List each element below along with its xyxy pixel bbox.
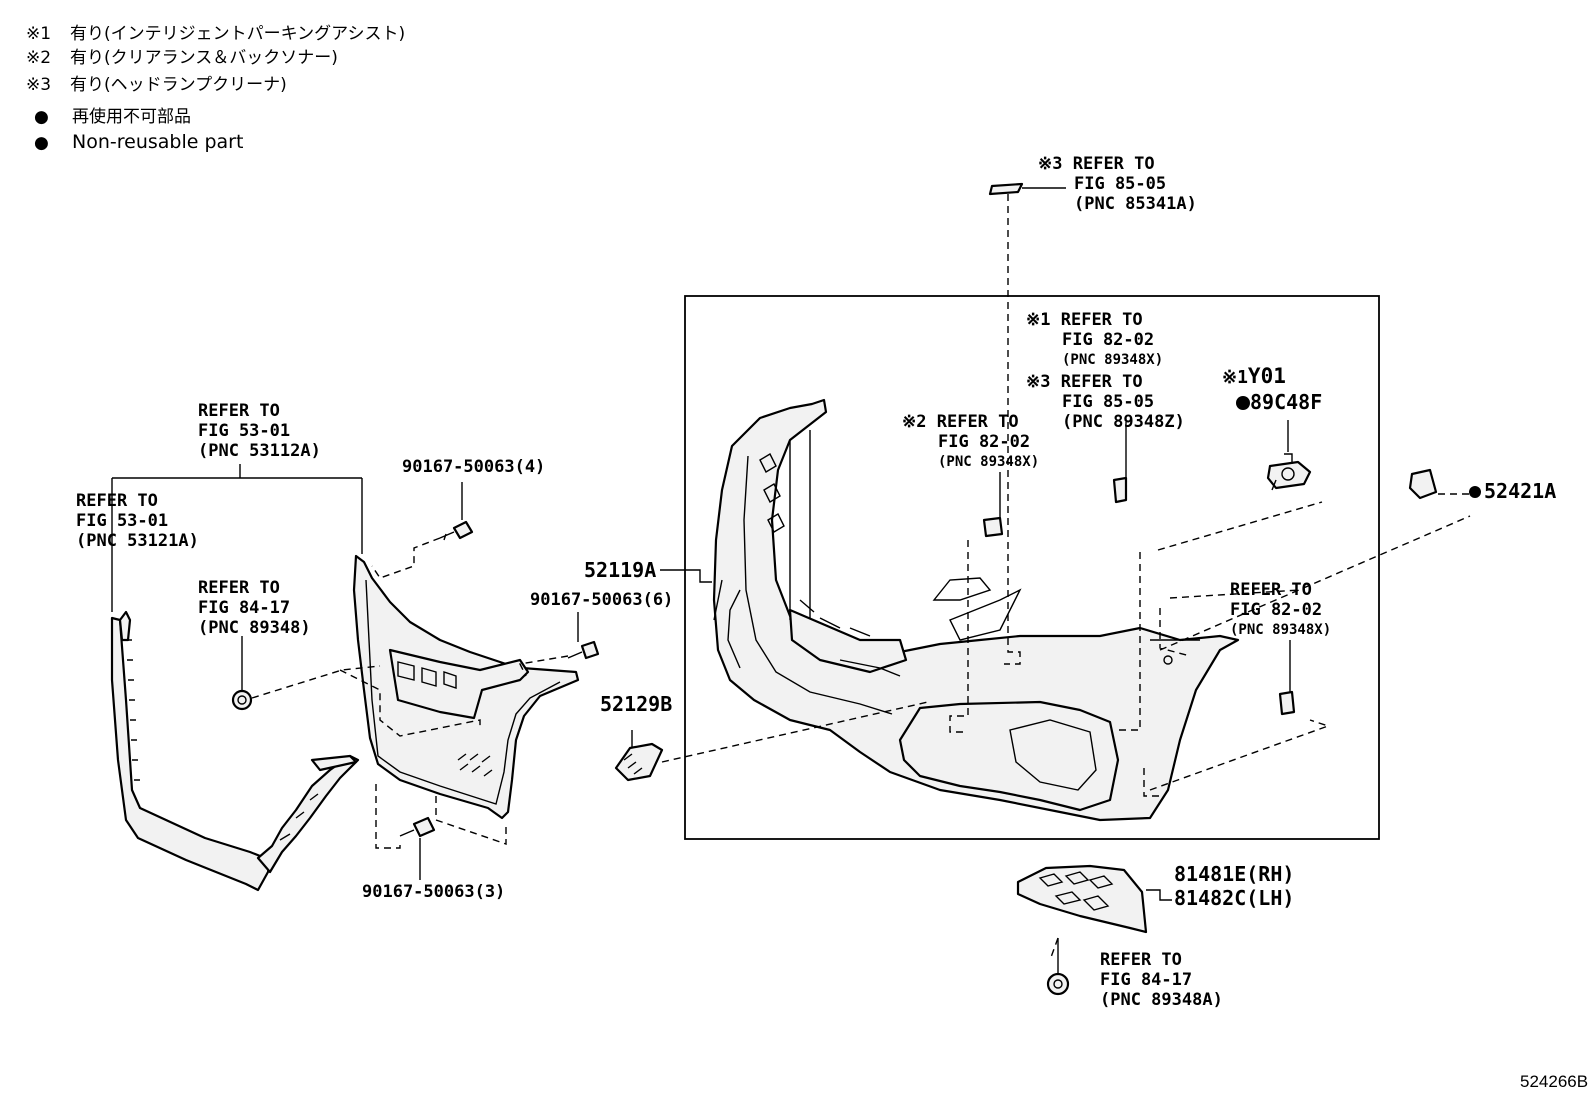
part-sensor-bracket: 89C48F <box>1250 390 1323 414</box>
ref-mark: ※2 <box>902 412 927 432</box>
ref-grille-surround: REFER TO FIG 53-01 (PNC 53121A) <box>76 491 199 551</box>
legend-text-5: Non-reusable part <box>72 131 243 153</box>
ref-line-1: REFER TO <box>1060 310 1143 330</box>
legend-mark-3: ※3 <box>26 75 51 95</box>
part-y01-mark: ※1 <box>1222 367 1248 388</box>
ref-line-3: (PNC 89348X) <box>938 454 1040 470</box>
ref-line-1: REFER TO <box>936 412 1019 432</box>
legend-text-2: 有り(クリアランス＆バックソナー) <box>70 48 338 68</box>
ref-line-3: (PNC 89348Z) <box>1062 412 1185 432</box>
ref-line-1: REFER TO <box>198 578 280 598</box>
ref-line-1: REFER TO <box>1100 950 1182 970</box>
ref-line-1: REFER TO <box>1072 154 1155 174</box>
ref-line-1: REFER TO <box>1230 580 1312 600</box>
ref-mark: ※3 <box>1038 154 1063 174</box>
washer-cap <box>614 742 664 782</box>
parking-sensor-bracket <box>1266 453 1312 491</box>
part-fog-lamp-lh: 81482C(LH) <box>1174 886 1295 910</box>
fog-lamp-assembly <box>1016 864 1148 934</box>
screw-bottom <box>399 816 436 838</box>
legend-text-3: 有り(ヘッドランプクリーナ) <box>70 75 287 95</box>
legend-text-1: 有り(インテリジェントパーキングアシスト) <box>70 24 405 44</box>
part-bolt-6: 90167-50063(6) <box>530 590 674 610</box>
part-bolt-3: 90167-50063(3) <box>362 882 506 902</box>
assembly-lines <box>251 194 1471 961</box>
ref-line-2: FIG 53-01 <box>198 421 291 441</box>
legend-bullet-1: ● <box>34 107 49 127</box>
ref-line-2: FIG 82-02 <box>938 432 1031 452</box>
non-reusable-dot-52421A <box>1469 486 1481 498</box>
ref-line-2: FIG 82-02 <box>1230 600 1323 620</box>
figure-id: 524266B <box>1520 1072 1589 1091</box>
ref-line-2: FIG 85-05 <box>1074 174 1167 194</box>
bumper-assembly-frame <box>684 295 1380 840</box>
ref-line-2: FIG 82-02 <box>1062 330 1155 350</box>
part-bumper-cover: 52119A <box>584 558 657 582</box>
part-fog-cover: 52421A <box>1484 479 1557 503</box>
ref-line-1: REFER TO <box>1060 372 1143 392</box>
part-y01: Y01 <box>1247 364 1286 388</box>
part-washer-cap: 52129B <box>600 692 673 716</box>
ref-line-3: (PNC 89348X) <box>1230 622 1332 638</box>
grille-inner-frame <box>352 554 580 820</box>
ref-washer-cap-85341A: ※3 REFER TO FIG 85-05 (PNC 85341A) <box>1038 154 1197 214</box>
screw-top <box>439 520 474 541</box>
part-bolt-4: 90167-50063(4) <box>402 457 546 477</box>
ref-line-2: FIG 85-05 <box>1062 392 1155 412</box>
screw-middle <box>567 640 600 660</box>
ref-line-3: (PNC 89348X) <box>1062 352 1164 368</box>
ref-mark: ※3 <box>1026 372 1051 392</box>
ref-sensor-89348X-2: ※2 REFER TO FIG 82-02 (PNC 89348X) <box>902 412 1039 472</box>
ref-line-3: (PNC 53121A) <box>76 531 199 551</box>
ref-mark: ※1 <box>1026 310 1051 330</box>
part-y01-label: ※1Y01 <box>1222 364 1286 388</box>
ref-sensor-89348Z: ※3 REFER TO FIG 85-05 (PNC 89348Z) <box>1026 372 1185 432</box>
legend: ※1 有り(インテリジェントパーキングアシスト) ※2 有り(クリアランス＆バッ… <box>26 24 405 153</box>
leader-lines <box>111 187 1291 974</box>
ref-line-2: FIG 84-17 <box>1100 970 1193 990</box>
ref-line-3: (PNC 89348) <box>198 618 311 638</box>
non-reusable-dot-89C48F <box>1236 396 1250 410</box>
ref-clip-89348A: REFER TO FIG 84-17 (PNC 89348A) <box>1100 950 1223 1010</box>
ref-sensor-89348X-3: REFER TO FIG 82-02 (PNC 89348X) <box>1230 580 1331 640</box>
ref-line-2: FIG 84-17 <box>198 598 291 618</box>
sensor-bracket-right <box>1112 476 1128 504</box>
sensor-bracket-side <box>1278 690 1296 716</box>
ref-line-2: FIG 53-01 <box>76 511 169 531</box>
legend-mark-1: ※1 <box>26 24 51 44</box>
legend-text-4: 再使用不可部品 <box>72 106 191 127</box>
grille-clip-nut <box>231 689 253 711</box>
sensor-bracket-center <box>982 516 1004 538</box>
part-sensor-bracket-label: 89C48F <box>1236 390 1322 414</box>
ref-line-3: (PNC 89348A) <box>1100 990 1223 1010</box>
ref-clip-89348: REFER TO FIG 84-17 (PNC 89348) <box>198 578 311 638</box>
part-fog-lamp-rh: 81481E(RH) <box>1174 862 1295 886</box>
ref-line-1: REFER TO <box>76 491 158 511</box>
ref-line-1: REFER TO <box>198 401 280 421</box>
ref-sensor-89348X-1: ※1 REFER TO FIG 82-02 (PNC 89348X) <box>1026 310 1163 370</box>
fog-cover <box>1408 468 1438 500</box>
grille-surround-outer <box>110 610 360 892</box>
ref-line-3: (PNC 85341A) <box>1074 194 1197 214</box>
ref-line-3: (PNC 53112A) <box>198 441 321 461</box>
washer-nozzle-cap <box>988 182 1024 196</box>
legend-bullet-2: ● <box>34 133 49 153</box>
ref-grille-upper: REFER TO FIG 53-01 (PNC 53112A) <box>198 401 321 461</box>
fog-clip-nut <box>1046 972 1070 996</box>
bumper-cover <box>712 398 1240 822</box>
legend-mark-2: ※2 <box>26 48 51 68</box>
